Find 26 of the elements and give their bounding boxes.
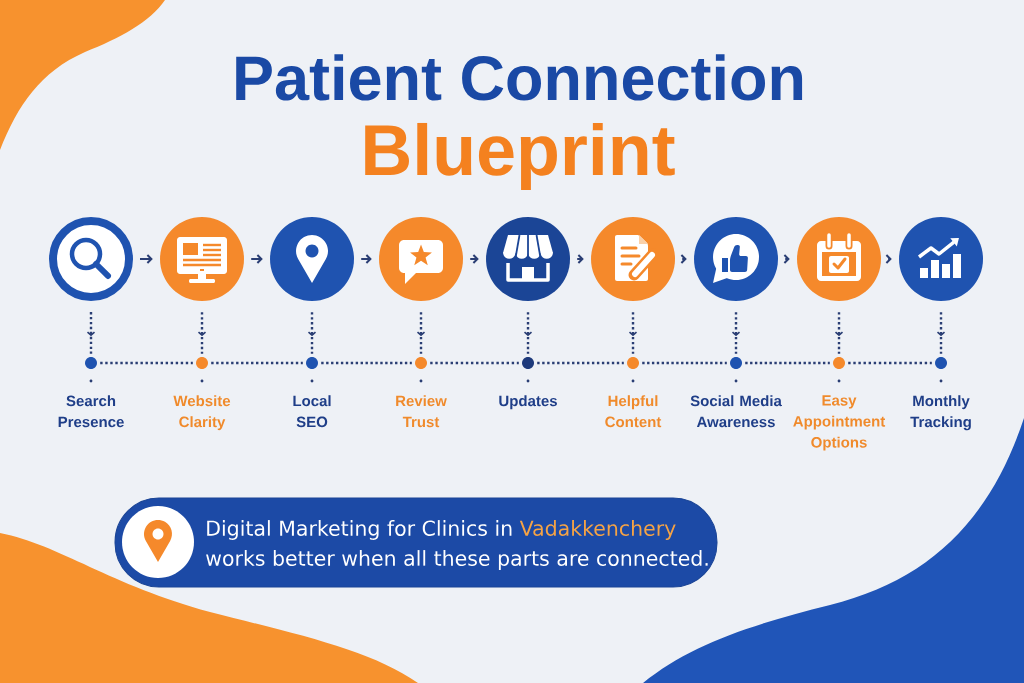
step-label: Review Trust <box>396 395 447 428</box>
dotted-line <box>537 361 624 365</box>
arrow <box>783 254 790 264</box>
dotted-line <box>745 361 830 365</box>
step-label: Website Clarity <box>173 395 231 431</box>
step-label: Monthly Tracking <box>910 395 971 431</box>
dotted-line <box>848 361 932 365</box>
arrow <box>469 254 479 264</box>
dotted-line <box>321 361 412 365</box>
arrow <box>576 254 584 264</box>
dotted-line <box>211 361 303 365</box>
step-label: Updates <box>499 395 557 410</box>
dotted-line <box>430 361 519 365</box>
dotted-line <box>642 361 727 365</box>
arrow <box>360 254 372 264</box>
arrow <box>885 254 892 264</box>
step-label: Local SEO <box>293 395 331 428</box>
arrow <box>680 254 687 264</box>
dotted-line <box>100 361 193 365</box>
step-label: Social Media Awareness <box>690 395 782 428</box>
step-label: Helpful Content <box>605 395 662 428</box>
step-label: Search Presence <box>58 395 124 428</box>
arrow <box>250 254 263 264</box>
arrow <box>139 254 153 264</box>
step-label: Easy Appointment Options <box>793 395 886 451</box>
title: Patient Connection Blueprint <box>236 54 803 190</box>
